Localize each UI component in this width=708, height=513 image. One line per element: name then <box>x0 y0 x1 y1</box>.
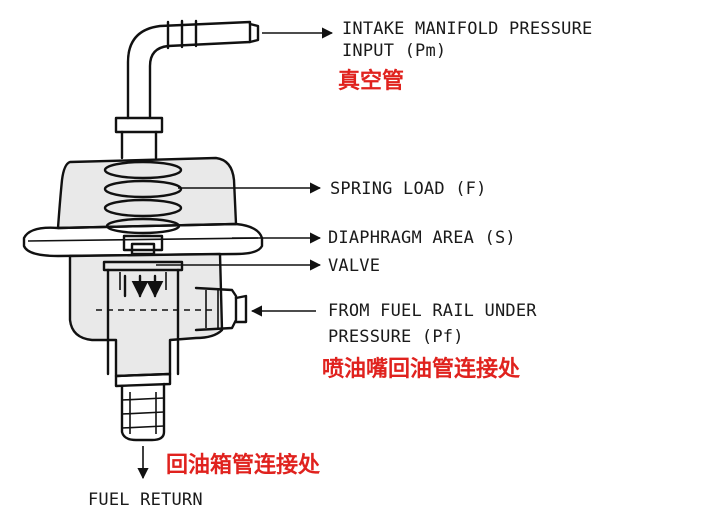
upper-housing <box>56 156 238 230</box>
intake-label-cn: 真空管 <box>338 68 404 94</box>
fuel-return-label: FUEL RETURN <box>88 490 203 510</box>
return-outlet-fitting <box>114 372 172 442</box>
fuel-rail-inlet-fitting <box>194 286 248 332</box>
return-label-cn: 回油箱管连接处 <box>166 452 320 478</box>
fuel-rail-label-line1: FROM FUEL RAIL UNDER <box>328 301 537 321</box>
diaphragm-flange <box>22 222 264 258</box>
fuel-rail-label-cn: 喷油嘴回油管连接处 <box>322 356 520 382</box>
intake-label-line2: INPUT (Pm) <box>342 41 446 61</box>
spring-label: SPRING LOAD (F) <box>330 179 487 199</box>
diaphragm-label: DIAPHRAGM AREA (S) <box>328 228 516 248</box>
fuel-rail-label-line2: PRESSURE (Pf) <box>328 327 464 347</box>
vacuum-elbow-fitting <box>114 19 260 160</box>
lower-body <box>68 252 224 378</box>
valve-label: VALVE <box>328 256 380 276</box>
intake-label-line1: INTAKE MANIFOLD PRESSURE <box>342 19 592 39</box>
